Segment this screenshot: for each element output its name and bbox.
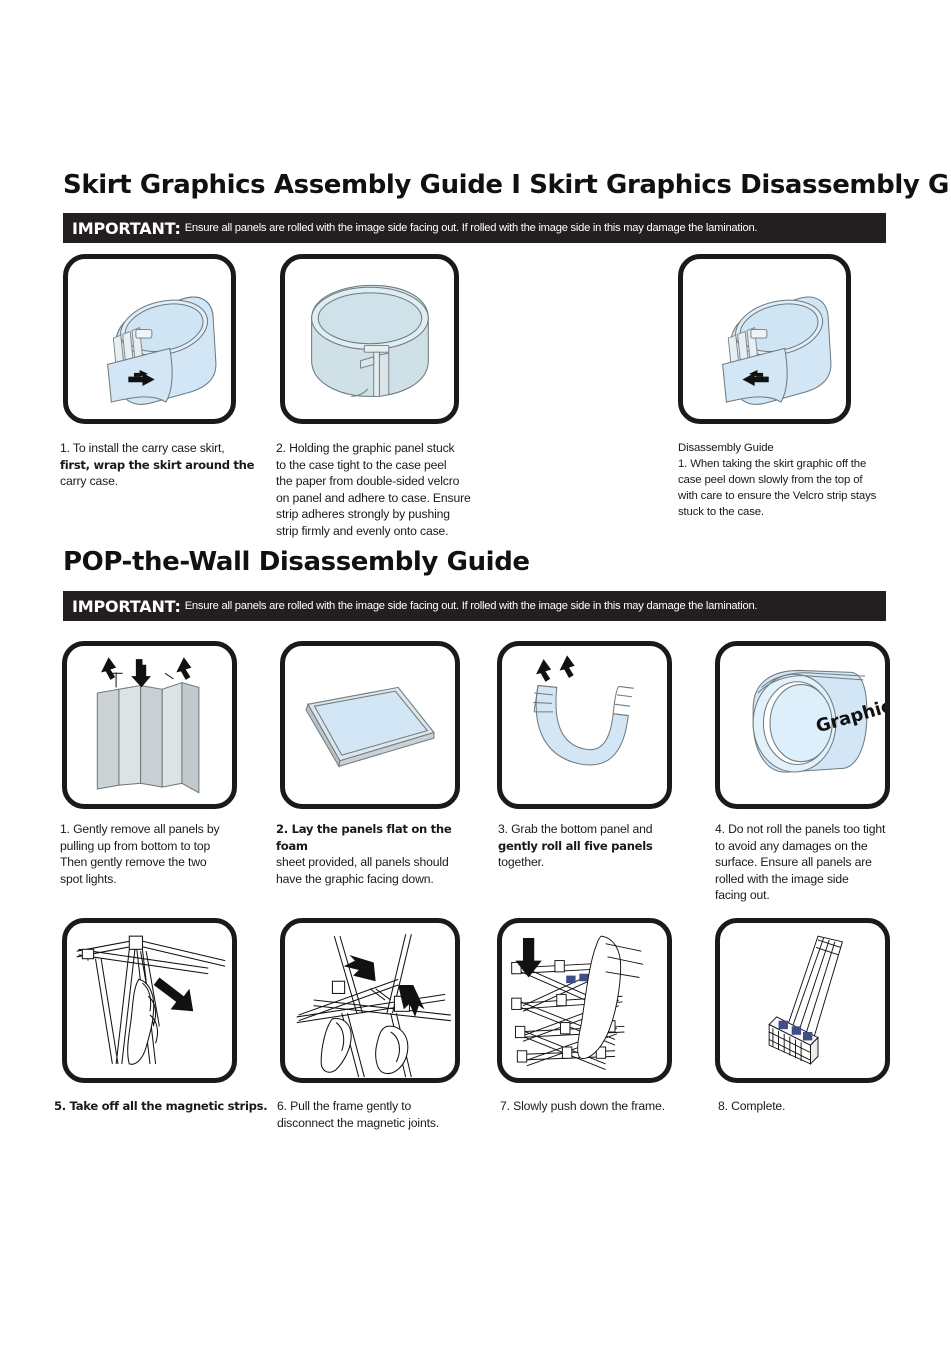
arrow-up-left-icon [536,659,552,682]
important-banner-skirt: IMPORTANT: Ensure all panels are rolled … [63,213,886,243]
caption-line: Disassembly Guide [678,442,774,454]
arrow-up-icon [559,655,575,678]
caption-line: first, wrap the skirt around the [60,457,255,472]
caption-pop-step-6: 6. Pull the frame gently to disconnect t… [277,1098,477,1131]
arrow-up-right-icon [176,657,192,680]
caption-pop-step-4: 4. Do not roll the panels too tight to a… [715,821,915,904]
caption-line: 7. Slowly push down the frame. [500,1099,665,1113]
illustration-single-flat-panel-on-foam-sheet [280,641,460,809]
caption-line: 8. Complete. [718,1099,786,1113]
caption-line: stuck to the case. [678,506,764,518]
illustration-hands-pulling-frame-joints [280,918,460,1083]
arrow-up-down-icon [131,659,151,688]
caption-pop-step-3: 3. Grab the bottom panel and gently roll… [498,821,698,871]
caption-line: with care to ensure the Velcro strip sta… [678,490,877,502]
arrow-left-icon [128,370,155,387]
caption-line: pulling up from bottom to top [60,838,211,853]
caption-skirt-step-3: Disassembly Guide 1. When taking the ski… [678,440,913,520]
arrow-up-left-icon [101,657,117,680]
caption-line: the paper from double-sided velcro [276,474,460,489]
illustration-carry-case-closed-with-velcro-strip [280,254,459,424]
caption-line: surface. Ensure all panels are [715,855,872,870]
important-text: Ensure all panels are rolled with the im… [184,600,758,612]
caption-skirt-step-2: 2. Holding the graphic panel stuck to th… [276,440,501,540]
caption-line: 6. Pull the frame gently to [277,1099,412,1113]
caption-pop-step-8: 8. Complete. [718,1098,878,1115]
arrow-down-icon [515,938,542,978]
caption-line: strip firmly and evenly onto case. [276,523,449,538]
important-label: IMPORTANT: [72,218,181,238]
caption-line: strip adheres strongly by pushing [276,507,450,522]
caption-line: sheet provided, all panels should [276,855,449,870]
caption-skirt-step-1: 1. To install the carry case skirt, firs… [60,440,270,490]
important-text: Ensure all panels are rolled with the im… [184,222,758,234]
caption-line: 2. Lay the panels flat on the foam [276,822,452,853]
caption-line: carry case. [60,474,118,489]
caption-line: 5. Take off all the magnetic strips. [54,1099,268,1113]
caption-line: facing out. [715,888,770,903]
important-banner-pop: IMPORTANT: Ensure all panels are rolled … [63,591,886,621]
caption-line: disconnect the magnetic joints. [277,1115,440,1130]
caption-line: spot lights. [60,871,117,886]
caption-line: case peel down slowly from the top of [678,474,863,486]
illustration-carry-case-with-skirt-wrap-left-arrow [63,254,236,424]
caption-line: 1. When taking the skirt graphic off the [678,458,867,470]
illustration-rolled-panel-tube: Graphics [715,641,890,809]
caption-line: to the case tight to the case peel [276,457,447,472]
page-title-skirt: Skirt Graphics Assembly Guide I Skirt Gr… [63,170,951,200]
caption-line: on panel and adhere to case. Ensure [276,490,471,505]
arrow-down-right-icon [153,977,194,1012]
illustration-frame-being-pushed-down [497,918,672,1083]
illustration-curved-panel-wall-with-up-arrows [62,641,237,809]
caption-line: 1. Gently remove all panels by [60,822,220,836]
caption-line: 3. Grab the bottom panel and [498,822,653,836]
illustration-collapsed-folded-frame [715,918,890,1083]
arrow-down-icon [398,985,425,1017]
caption-pop-step-7: 7. Slowly push down the frame. [500,1098,700,1115]
caption-line: rolled with the image side [715,871,849,886]
illustration-carry-case-with-skirt-peel-right-arrow [678,254,851,424]
caption-pop-step-2: 2. Lay the panels flat on the foam sheet… [276,821,476,887]
caption-line: Then gently remove the two [60,855,207,870]
caption-pop-step-1: 1. Gently remove all panels by pulling u… [60,821,260,887]
arrow-right-icon [742,370,769,387]
caption-line: to avoid any damages on the [715,838,868,853]
caption-line: gently roll all five panels [498,838,653,853]
arrow-left-icon [343,954,376,982]
caption-line: have the graphic facing down. [276,871,434,886]
caption-line: together. [498,855,545,870]
page-title-pop: POP-the-Wall Disassembly Guide [63,547,530,577]
caption-pop-step-5: 5. Take off all the magnetic strips. [54,1098,269,1115]
illustration-panels-being-rolled-with-up-arrows [497,641,672,809]
important-label: IMPORTANT: [72,596,181,616]
illustration-frame-with-magnetic-strip-removal-arrow [62,918,237,1083]
caption-line: 1. To install the carry case skirt, [60,441,225,455]
caption-line: 4. Do not roll the panels too tight [715,822,886,836]
caption-line: 2. Holding the graphic panel stuck [276,441,455,455]
